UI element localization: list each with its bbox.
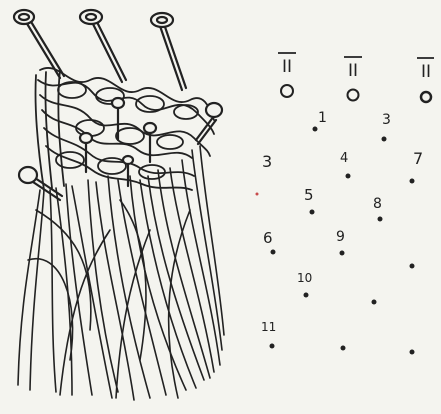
pin-symbol-circle <box>421 92 431 102</box>
pin-point-label: 3 <box>262 152 272 171</box>
pin-point-dot <box>410 350 415 355</box>
ink-speck <box>256 193 259 196</box>
pin-symbol-marker: II <box>421 62 431 82</box>
thread-strands <box>18 146 224 400</box>
pin-symbol-1: II <box>278 53 296 97</box>
pin-symbol-circle <box>281 85 293 97</box>
pin-inner-3 <box>80 133 92 172</box>
pin-point-label: 4 <box>340 151 348 166</box>
pin-point-label: 11 <box>261 320 276 334</box>
pin-inner-2 <box>144 123 156 162</box>
pin-top-left <box>14 10 64 78</box>
pin-inner-1 <box>112 98 124 140</box>
pin-symbol-marker: II <box>282 57 292 77</box>
pin-point-dot <box>270 344 275 349</box>
pin-symbol-2: II <box>344 57 362 101</box>
pin-point-dot <box>346 174 351 179</box>
pin-left-lower <box>19 167 62 200</box>
pin-point-label: 3 <box>382 112 391 128</box>
pin-point-dot <box>341 346 346 351</box>
pin-point-label: 8 <box>373 196 382 212</box>
pin-point-dot <box>304 293 309 298</box>
pin-point-dot <box>410 264 415 269</box>
pin-symbol-circle <box>348 90 359 101</box>
braid-knots <box>35 68 214 190</box>
pin-point-label: 10 <box>297 271 312 285</box>
pin-point-label: 5 <box>304 186 314 204</box>
pin-symbols: II II II <box>278 53 434 102</box>
pin-point-label: 6 <box>263 229 273 247</box>
pin-point-dot <box>310 210 315 215</box>
pin-points: 1 3 3 4 7 5 8 6 9 10 11 <box>261 110 423 355</box>
pin-point-label: 7 <box>413 149 423 168</box>
pin-point-dot <box>382 137 387 142</box>
pin-point-dot <box>313 127 318 132</box>
pin-point-dot <box>372 300 377 305</box>
pin-point-dot <box>378 217 383 222</box>
pin-symbol-3: II <box>417 58 434 102</box>
pin-top-right <box>151 13 186 90</box>
pin-point-dot <box>340 251 345 256</box>
pin-point-dot <box>271 250 276 255</box>
pin-point-label: 1 <box>318 110 327 126</box>
pin-point-label: 9 <box>336 229 345 245</box>
pin-top-middle <box>80 10 126 82</box>
pin-right-side <box>196 103 222 144</box>
lace-illustration <box>14 10 224 400</box>
pin-point-dot <box>410 179 415 184</box>
pin-symbol-marker: II <box>348 61 358 81</box>
